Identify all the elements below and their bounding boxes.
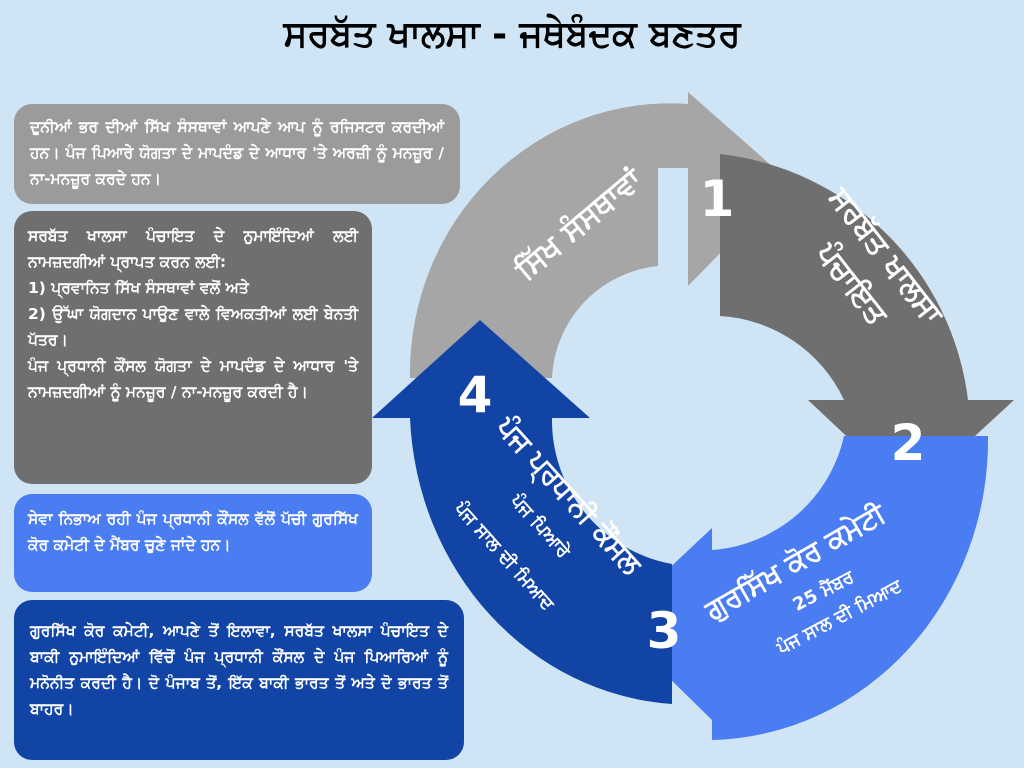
description-box-panchayat: ਸਰਬੱਤ ਖਾਲਸਾ ਪੰਚਾਇਤ ਦੇ ਨੁਮਾਇੰਦਿਆਂ ਲਈ ਨਾਮਜ… xyxy=(14,211,372,484)
description-box-institutions: ਦੁਨੀਆਂ ਭਰ ਦੀਆਂ ਸਿੱਖ ਸੰਸਥਾਵਾਂ ਆਪਣੇ ਆਪ ਨੂੰ… xyxy=(14,104,460,204)
cycle-arrow-3 xyxy=(612,436,989,740)
step-number-3: 3 xyxy=(647,602,682,660)
description-box-selection: ਸੇਵਾ ਨਿਭਾਅ ਰਹੀ ਪੰਜ ਪ੍ਰਧਾਨੀ ਕੌਂਸਲ ਵੱਲੋਂ ਪ… xyxy=(14,494,372,592)
description-list-item: 1) ਪ੍ਰਵਾਨਿਤ ਸਿੱਖ ਸੰਸਥਾਵਾਂ ਵਲੋਂ ਅਤੇ xyxy=(28,279,249,298)
cycle-arrow-4 xyxy=(372,320,672,704)
description-text: ਗੁਰਸਿੱਖ ਕੋਰ ਕਮੇਟੀ, ਆਪਣੇ ਤੋਂ ਇਲਾਵਾ, ਸਰਬੱਤ… xyxy=(30,622,448,719)
description-text: ਸਰਬੱਤ ਖਾਲਸਾ ਪੰਚਾਇਤ ਦੇ ਨੁਮਾਇੰਦਿਆਂ ਲਈ ਨਾਮਜ… xyxy=(28,227,358,272)
step-number-1: 1 xyxy=(700,170,735,228)
cycle-arrow-2 xyxy=(720,154,1014,496)
cycle-arrow-1-body xyxy=(409,103,688,379)
description-text: ਸੇਵਾ ਨਿਭਾਅ ਰਹੀ ਪੰਜ ਪ੍ਰਧਾਨੀ ਕੌਂਸਲ ਵੱਲੋਂ ਪ… xyxy=(28,510,358,555)
description-text: ਦੁਨੀਆਂ ਭਰ ਦੀਆਂ ਸਿੱਖ ਸੰਸਥਾਵਾਂ ਆਪਣੇ ਆਪ ਨੂੰ… xyxy=(30,118,444,189)
page-title: ਸਰਬੱਤ ਖਾਲਸਾ - ਜਥੇਬੰਦਕ ਬਣਤਰ xyxy=(283,14,741,55)
description-box-council: ਗੁਰਸਿੱਖ ਕੋਰ ਕਮੇਟੀ, ਆਪਣੇ ਤੋਂ ਇਲਾਵਾ, ਸਰਬੱਤ… xyxy=(14,600,464,760)
description-text: ਪੰਜ ਪ੍ਰਧਾਨੀ ਕੌਂਸਲ ਯੋਗਤਾ ਦੇ ਮਾਪਦੰਡ ਦੇ ਆਧਾ… xyxy=(28,357,358,402)
step-number-2: 2 xyxy=(891,414,926,472)
description-list-item: 2) ਉੱਘਾ ਯੋਗਦਾਨ ਪਾਉਣ ਵਾਲੇ ਵਿਅਕਤੀਆਂ ਲਈ ਬੇਨ… xyxy=(28,305,358,350)
step-number-4: 4 xyxy=(458,366,493,424)
